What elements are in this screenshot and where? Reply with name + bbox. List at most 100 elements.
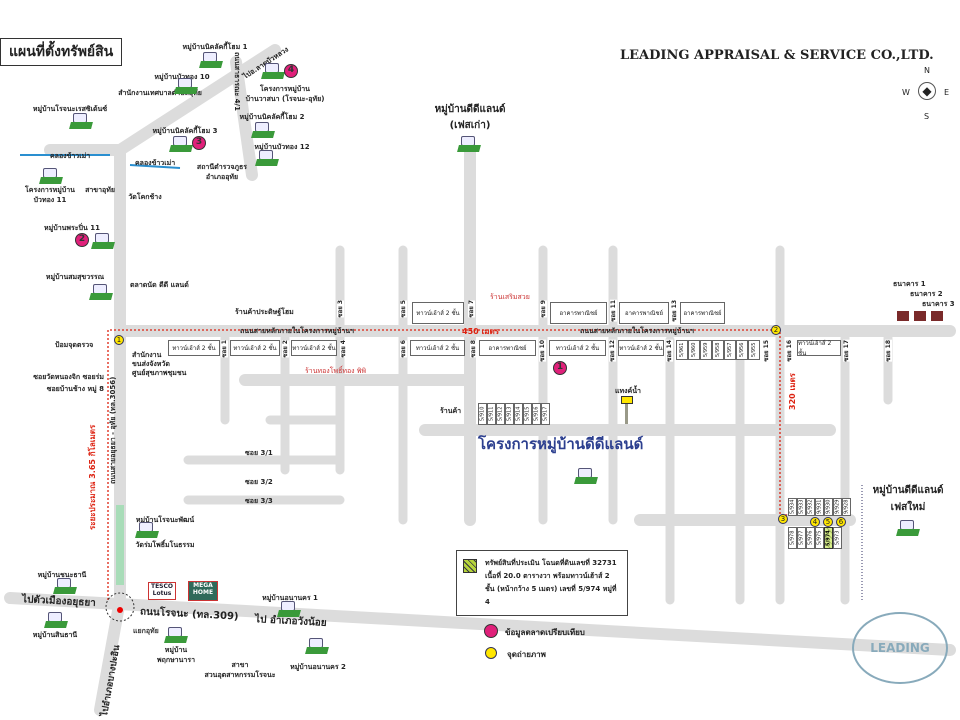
comparable-legend-icon [484,624,498,638]
soi-label-15: ซอย 15 [763,340,770,362]
townhouse-block: ทาวน์เฮ้าส์ 2 ชั้น [618,340,664,356]
soi-label-17: ซอย 17 [843,340,850,362]
soi-label-9: ซอย 9 [540,300,547,318]
label-police-1: สถานีตำรวจภูธร [196,163,248,171]
label-buathong10: หมู่บ้านบัวทอง 10 [154,73,210,81]
comparable-marker-2[interactable]: 2 [75,233,89,247]
lot: 5/911 [487,403,496,425]
compass-e: E [944,88,950,97]
soi-label-8: ซอย 8 [470,340,477,358]
lot: 5/934 [788,498,797,516]
compass-w: W [902,88,910,97]
label-district-office-1: สำนักงาน [132,351,162,359]
distance-320m: 320 เมตร [788,373,797,410]
soi-label-10: ซอย 10 [539,340,546,362]
photo-point-3[interactable]: 3 [778,514,788,524]
label-nicholas1: หมู่บ้านนิคลัคกี้โฮม 1 [182,43,248,51]
lot: 5/976 [806,527,815,549]
photo-point-6[interactable]: 6 [836,517,846,527]
label-canal-2: คลองข้าวเม่า [135,159,176,167]
label-district-office-2: ขนส่งจังหวัด [132,360,170,368]
project-label: โครงการหมู่บ้านดีดีแลนด์ [478,435,644,453]
distance-west: ระยะประมาณ 3.65 กิโลเมตร [88,424,97,530]
label-main-road: ถนนสายหลักภายในโครงการหมู่บ้านฯ [240,327,354,335]
village-icon [896,520,920,536]
label-buathong11-1: โครงการหมู่บ้าน [25,186,75,194]
soi-label-18: ซอย 18 [885,340,892,362]
lot: 5/914 [514,403,523,425]
company-stamp: LEADING [852,612,948,684]
label-checkpoint: ป้อมจุดตรวจ [55,341,94,349]
photo-point-1[interactable]: 1 [114,335,124,345]
label-rochanaphat: หมู่บ้านโรจนะพัฒน์ [135,516,195,524]
lot: 5/913 [505,403,514,425]
label-shop-store: ร้านค้าประดิษฐ์โฮม [235,308,294,316]
compass-star-icon: ◆ [918,82,936,100]
comparable-marker-3[interactable]: 3 [192,136,206,150]
mega-logo: MEGA HOME [188,581,218,601]
label-shop-left: ร้านค้า [440,407,462,415]
label-buathong11-2: บัวทอง 11 [33,196,67,204]
water-tower-stem [625,404,628,424]
label-bank-3: ธนาคาร 3 [922,300,955,308]
legend-photo-point: จุดถ่ายภาพ [507,650,546,659]
lot: 5/978 [788,527,797,549]
village-icon [574,468,598,484]
comparable-marker-1[interactable]: 1 [553,361,567,375]
compass-rose: N W E S ◆ [902,66,950,126]
distance-450m: 450 เมตร [462,327,499,336]
soi-label-12: ซอย 12 [609,340,616,362]
label-buathong12: หมู่บ้านบัวทอง 12 [254,143,310,151]
townhouse-block: ทาวน์เฮ้าส์ 2 ชั้น [549,340,606,356]
village-icon [53,578,77,594]
lot: 5/916 [532,403,541,425]
village-icon [199,52,223,68]
comparable-marker-4[interactable]: 4 [284,64,298,78]
village-icon [89,284,113,300]
label-health-center: ศูนย์สุขภาพชุมชน [132,369,187,377]
label-junction: แยกอุทัย [133,627,159,635]
townhouse-block: ทาวน์เฮ้าส์ 2 ชั้น [797,340,841,357]
label-soi-a: ซอยวัดหนองจิก ซอยร่ม [33,373,104,381]
townhouse-block: ทาวน์เฮ้าส์ 2 ชั้น [410,340,465,356]
label-water-tower: แทงค์น้ำ [615,387,641,395]
commercial-block: อาคารพาณิชย์ [680,302,725,324]
label-branch-uthai: สาขาอุทัย [85,186,115,194]
label-nicholas2: หมู่บ้านนิคลัคกี้โฮม 2 [239,113,305,121]
lot: 9/931 [815,498,824,516]
village-icon [457,136,481,152]
bank-icons [897,311,947,321]
label-market: ตลาดนัด ดีดี แลนด์ [130,281,189,289]
lot-row-910: 5/910 5/911 5/912 5/913 5/914 5/915 5/91… [478,403,550,425]
company-name: LEADING APPRAISAL & SERVICE CO.,LTD. [620,48,934,63]
village-icon [91,233,115,249]
soi-label-7: ซอย 7 [468,300,475,318]
label-somsuk: หมู่บ้านสมสุขวรรณ [45,273,105,281]
label-wasana-2: บ้านวาสนา (โรจนะ-อุทัย) [245,95,325,103]
label-shop-top: ร้านเสริมสวย [490,293,530,301]
village-icon [251,122,275,138]
compass-s: S [924,112,930,121]
village-icon [69,113,93,129]
village-icon [169,136,193,152]
label-wat-rochana: วัดร่มโพธิ์มโนธรรม [135,541,195,549]
soi-label-5: ซอย 5 [400,300,407,318]
soi-label-4: ซอย 4 [340,340,347,358]
soi-label-3: ซอย 3 [337,300,344,318]
photo-point-5[interactable]: 5 [823,517,833,527]
photo-legend-icon [485,647,497,659]
label-bank-1: ธนาคาร 1 [893,280,926,288]
label-soi-3-3: ซอย 3/3 [245,497,273,505]
photo-point-2[interactable]: 2 [771,325,781,335]
soi-label-16: ซอย 16 [786,340,793,362]
lot: 5/910 [478,403,487,425]
townhouse-block: ทาวน์เฮ้าส์ 2 ชั้น [168,340,220,356]
lot-row-target: 5/978 5/977 5/976 5/975 5/974 5/973 [788,527,842,549]
photo-point-4[interactable]: 4 [810,517,820,527]
label-west-road: ถนนสายอยุธยา - อุทัย (ทล.3056) [109,376,117,484]
subject-swatch-icon [463,559,477,573]
subject-property-lot[interactable]: 5/974 [824,527,833,549]
soi-label-6: ซอย 6 [400,340,407,358]
village-icon [39,168,63,184]
lot: 5/915 [523,403,532,425]
